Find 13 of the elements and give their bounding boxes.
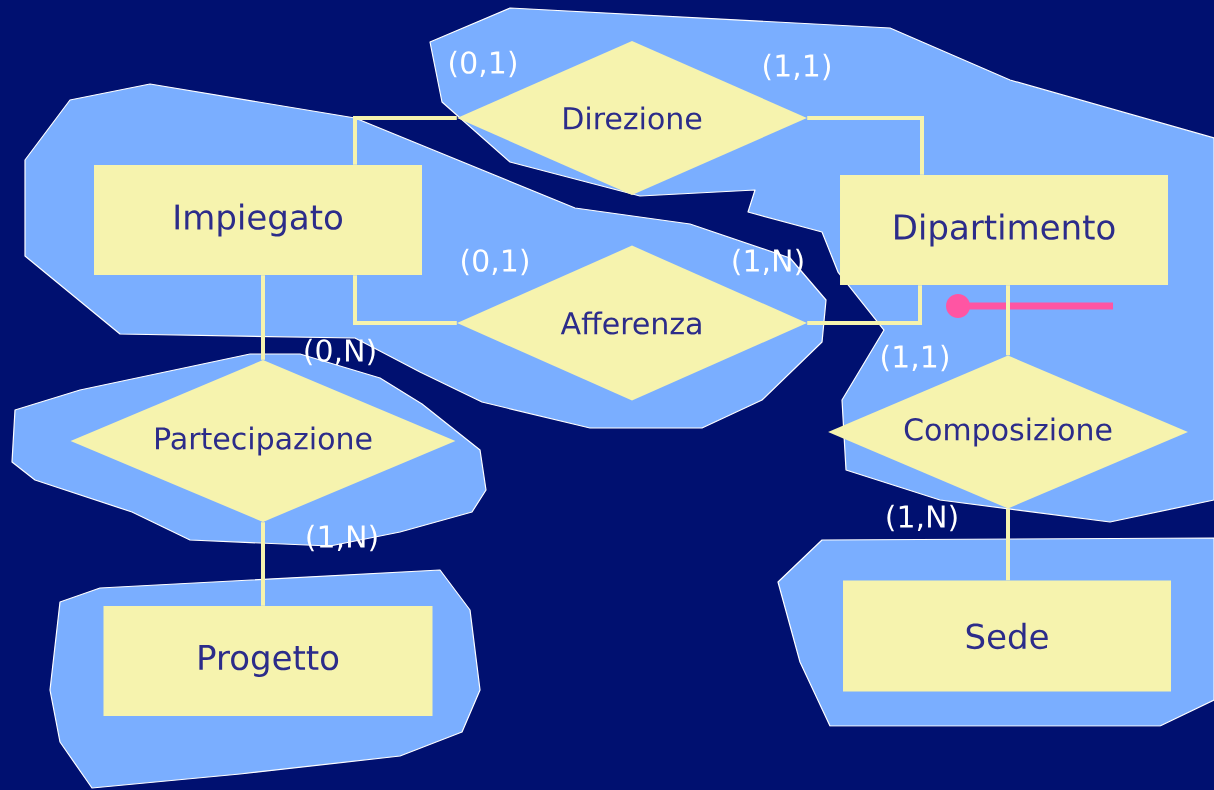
connector-line (807, 116, 924, 175)
cardinality-label: (0,1) (462, 248, 528, 276)
connector-line (353, 116, 457, 165)
entity-box: Impiegato (94, 165, 422, 275)
connector-line (1006, 285, 1010, 356)
connector-line (1006, 508, 1010, 581)
connector-line (261, 275, 265, 360)
entity-box: Sede (843, 580, 1171, 692)
entity-box: Progetto (103, 606, 433, 716)
connector-line (807, 285, 922, 325)
connector-line (261, 522, 265, 606)
connector-line (353, 275, 457, 325)
entity-box: Dipartimento (840, 175, 1168, 285)
